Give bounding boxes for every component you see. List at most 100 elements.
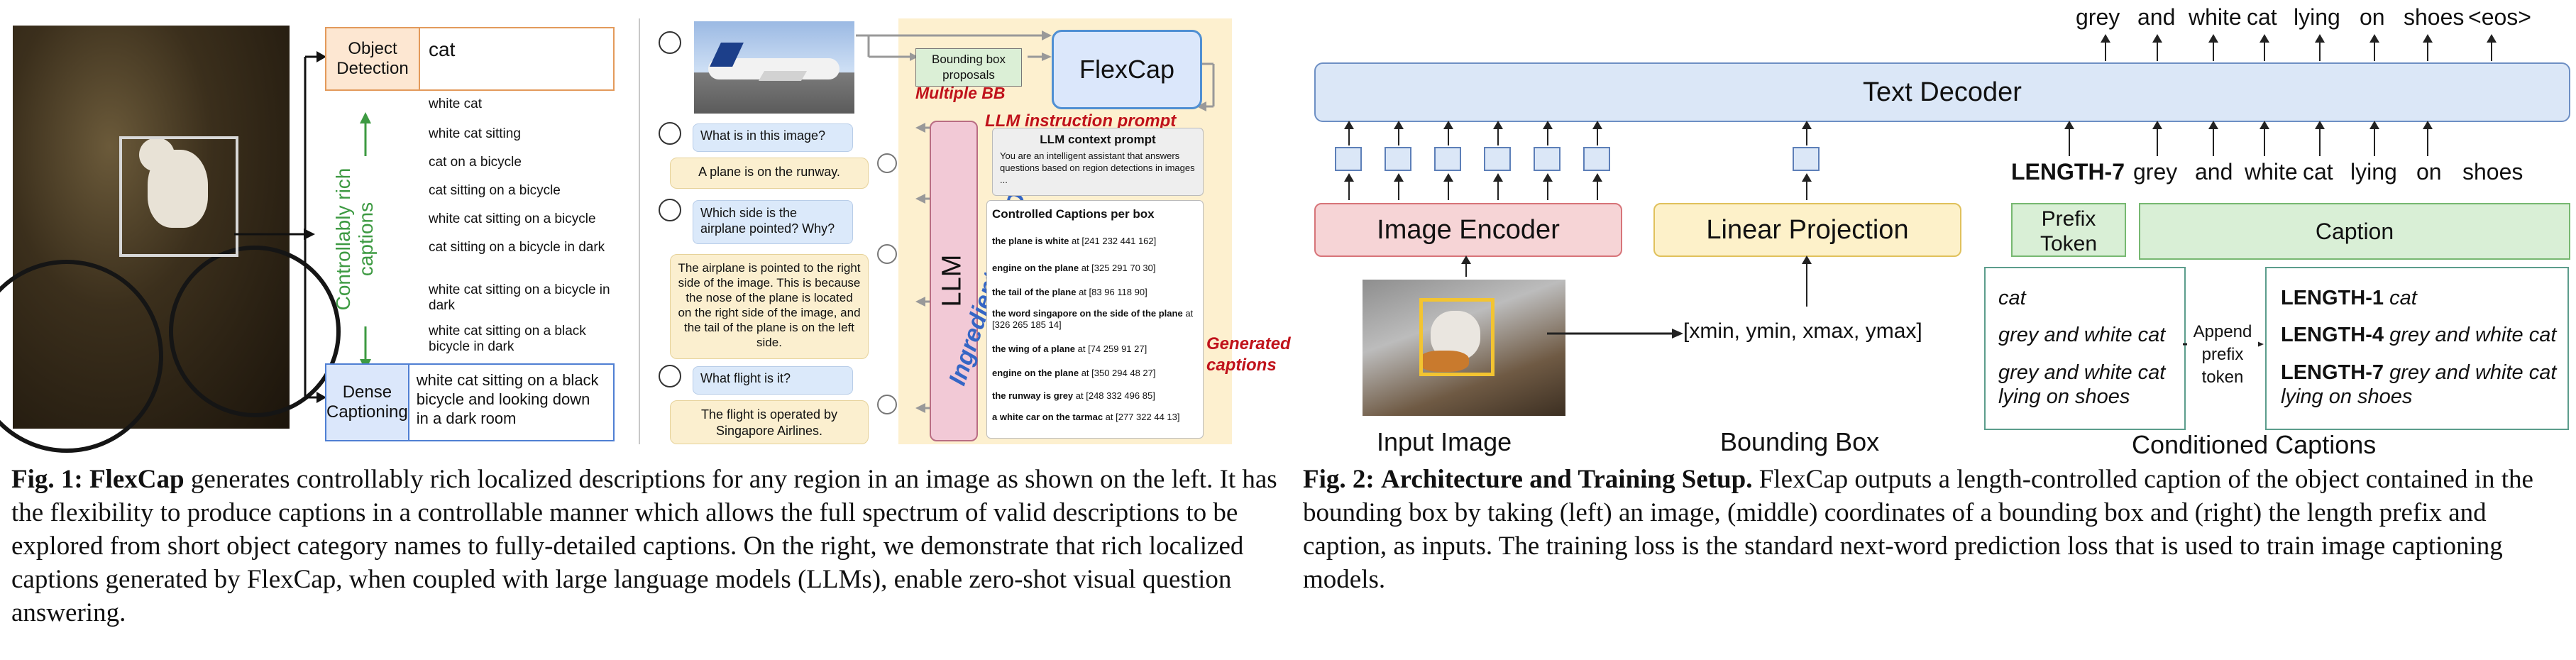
fig1-caption-text: generates controllably rich localized de… (11, 465, 1277, 627)
predicted-token: white (2189, 4, 2242, 30)
arrow-icon (2259, 121, 2269, 156)
object-detection-label: Object Detection (326, 28, 420, 89)
caption-item: cat sitting on a bicycle in dark (429, 240, 605, 255)
arrow-icon (2315, 34, 2325, 61)
generated-captions-label: Generated captions (1206, 334, 1291, 375)
input-token: cat (2303, 159, 2333, 185)
assistant-icon (877, 244, 897, 264)
arrow-icon (1543, 121, 1553, 145)
dense-captioning-value: white cat sitting on a black bicycle and… (416, 371, 599, 427)
conditioned-captions-box: LENGTH-1 cat LENGTH-4 grey and white cat… (2265, 267, 2569, 430)
controlled-caption: the word singapore on the side of the pl… (992, 308, 1194, 330)
predicted-token: grey (2076, 4, 2120, 30)
bbox-proposals-box: Bounding box proposals (915, 48, 1022, 87)
caption-item: white cat sitting on a bicycle (429, 211, 596, 226)
input-token: lying (2350, 159, 2397, 185)
prefix-token-box: Prefix Token (2011, 203, 2126, 257)
controlled-captions-title: Controlled Captions per box (992, 207, 1155, 221)
arrow-icon (1802, 121, 1812, 145)
arrow-icon (1344, 121, 1354, 145)
llm-context-prompt-box: LLM context prompt You are an intelligen… (992, 128, 1204, 196)
arrow-icon (1802, 173, 1812, 200)
conditioned-caption: LENGTH-4 grey and white cat (2281, 324, 2557, 346)
controlled-caption: engine on the plane at [325 291 70 30] (992, 263, 1156, 273)
fig2-caption-bold: Architecture and Training Setup. (1380, 465, 1753, 494)
caption-item: white cat sitting on a bicycle in dark (429, 282, 610, 313)
fig1-caption-bold: FlexCap (89, 465, 185, 494)
caption-item: cat sitting on a bicycle (429, 183, 561, 198)
image-encoder-box: Image Encoder (1314, 203, 1622, 257)
raw-captions-box: cat grey and white cat grey and white ca… (1984, 267, 2186, 430)
region-box (119, 136, 238, 257)
caption-item: white cat sitting on a black bicycle in … (429, 324, 586, 354)
input-image-label: Input Image (1377, 427, 1512, 456)
question-bubble: What is in this image? (693, 123, 853, 152)
image-token (1434, 147, 1461, 171)
arrow-icon (1443, 173, 1453, 200)
object-detection-box: Object Detection cat (325, 27, 615, 91)
text-decoder: Text Decoder (1314, 62, 2570, 122)
object-detection-value: cat (429, 38, 456, 60)
arrow-icon (2208, 34, 2218, 61)
controlled-captions-box (986, 200, 1204, 439)
input-token: and (2195, 159, 2233, 185)
input-token: shoes (2462, 159, 2523, 185)
linear-projection-box: Linear Projection (1653, 203, 1961, 257)
predicted-token: cat (2247, 4, 2277, 30)
arrow-icon (2101, 34, 2110, 61)
arrow-icon (2208, 121, 2218, 156)
arrow-icon (1802, 255, 1812, 307)
caption-item: white cat sitting (429, 126, 521, 141)
image-token (1385, 147, 1411, 171)
arrow-icon (2259, 34, 2269, 61)
llm-context-prompt-title: LLM context prompt (1040, 133, 1156, 146)
llm-instruction-prompt: LLM instruction prompt (985, 111, 1177, 131)
conditioned-captions-label: Conditioned Captions (2132, 430, 2377, 459)
assistant-icon (877, 153, 897, 173)
arrow-icon (1493, 173, 1503, 200)
controlled-caption: the tail of the plane at [83 96 118 90] (992, 287, 1147, 297)
predicted-token: and (2137, 4, 2176, 30)
cat-photo (0, 26, 341, 453)
arrow-icon (2152, 34, 2162, 61)
answer-bubble: The airplane is pointed to the right sid… (670, 254, 869, 359)
arrow-icon (2315, 121, 2325, 156)
divider (639, 18, 640, 444)
bounding-box-label: Bounding Box (1720, 427, 1880, 456)
dense-captioning-label: Dense Captioning (326, 365, 409, 440)
bbox-arrow (1547, 329, 1683, 339)
arrow-icon (2152, 121, 2162, 156)
caption-item: cat on a bicycle (429, 155, 522, 170)
raw-caption: grey and white cat (1998, 324, 2166, 346)
fig2-caption-label: Fig. 2: (1303, 465, 1375, 494)
answer-bubble: A plane is on the runway. (670, 158, 869, 189)
controlled-caption: engine on the plane at [350 294 48 27] (992, 368, 1156, 378)
input-token: grey (2133, 159, 2178, 185)
arrow-icon (2423, 34, 2433, 61)
image-token (1534, 147, 1561, 171)
arrow-icon (1394, 173, 1404, 200)
raw-caption: grey and white cat lying on shoes (1998, 361, 2166, 408)
image-token (1335, 147, 1362, 171)
arrow-icon (1461, 255, 1471, 277)
bbox-token (1793, 147, 1820, 171)
dense-captioning-box: Dense Captioning white cat sitting on a … (325, 363, 615, 441)
conditioned-caption: LENGTH-1 cat (2281, 287, 2417, 309)
fig1-caption-label: Fig. 1: (11, 465, 83, 494)
image-token (1484, 147, 1511, 171)
bbox-overlay (1419, 298, 1495, 376)
fig2-caption-text: FlexCap outputs a length-controlled capt… (1303, 465, 2533, 594)
raw-caption: cat (1998, 287, 2026, 309)
fig2-caption: Fig. 2: Architecture and Training Setup.… (1303, 463, 2566, 596)
conditioned-caption: LENGTH-7 grey and white cat lying on sho… (2281, 361, 2557, 408)
fig1-caption: Fig. 1: FlexCap generates controllably r… (11, 463, 1289, 629)
arrow-icon (2064, 121, 2074, 156)
arrow-icon (1493, 121, 1503, 145)
user-avatar-icon (659, 122, 681, 145)
arrow-icon (2423, 121, 2433, 156)
input-token: on (2416, 159, 2442, 185)
predicted-token: <eos> (2468, 4, 2531, 30)
predicted-token: lying (2294, 4, 2340, 30)
arrow-icon (1592, 173, 1602, 200)
predicted-token: shoes (2404, 4, 2465, 30)
